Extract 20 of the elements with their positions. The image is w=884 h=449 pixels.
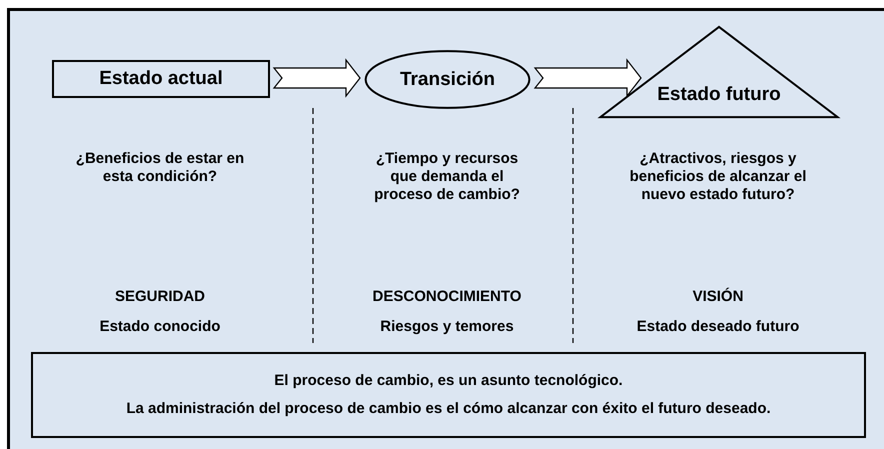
note-box bbox=[31, 352, 866, 438]
future-triangle bbox=[598, 26, 840, 118]
block-arrow bbox=[272, 58, 361, 98]
column-heading: DESCONOCIMIENTO bbox=[372, 288, 522, 306]
column-heading: SEGURIDAD bbox=[114, 288, 206, 306]
node-title: Transición bbox=[400, 68, 496, 90]
block-arrow bbox=[534, 58, 642, 98]
question-text: ¿Beneficios de estar en esta condición? bbox=[75, 150, 245, 186]
note-text: La administración del proceso de cambio es el cómo alcanzar con éxito el futuro deseado. bbox=[126, 400, 771, 418]
column-subtitle: Estado conocido bbox=[98, 318, 222, 336]
question-text: ¿Atractivos, riesgos y beneficios de alcanzar el nuevo estado futuro? bbox=[628, 150, 808, 204]
transition-ellipse bbox=[364, 50, 531, 109]
column-subtitle: Estado deseado futuro bbox=[636, 318, 800, 336]
column-subtitle: Riesgos y temores bbox=[379, 318, 515, 336]
node-title: Estado futuro bbox=[657, 84, 781, 106]
question-text: ¿Tiempo y recursos que demanda el proceso de cambio? bbox=[373, 150, 521, 204]
column-heading: VISIÓN bbox=[692, 288, 744, 306]
note-text: El proceso de cambio, es un asunto tecnológico. bbox=[274, 372, 623, 390]
state-box bbox=[52, 60, 270, 98]
node-title: Estado actual bbox=[99, 68, 223, 90]
